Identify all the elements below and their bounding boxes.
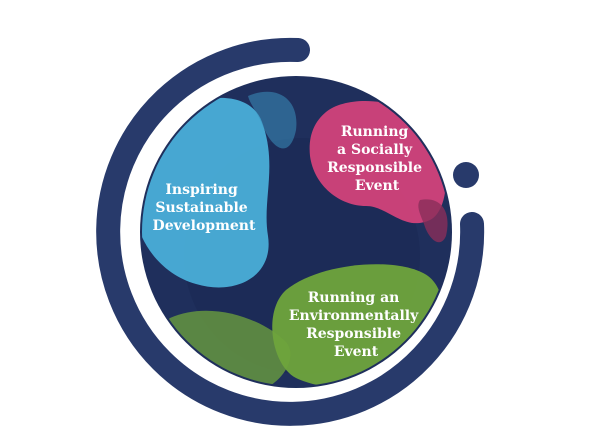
- outer-ring-arc: [96, 37, 485, 426]
- label-environmental-line-2: Environmentally: [289, 308, 419, 324]
- label-social: Running a Socially Responsible Event: [327, 124, 427, 194]
- label-environmental-line-4: Event: [334, 344, 379, 360]
- label-environmental-line-3: Responsible: [306, 326, 401, 342]
- label-social-line-1: Running: [341, 124, 409, 140]
- label-environmental: Running an Environmentally Responsible E…: [289, 290, 423, 360]
- accent-dot: [453, 162, 479, 188]
- label-sustainable-line-3: Development: [153, 218, 256, 234]
- label-sustainable-line-2: Sustainable: [155, 200, 247, 216]
- segment-sustainable-shadow: [248, 91, 297, 149]
- segment-social-blob: [309, 100, 446, 224]
- label-environmental-line-1: Running an: [308, 290, 400, 306]
- label-sustainable-line-1: Inspiring: [165, 182, 238, 198]
- label-social-line-4: Event: [355, 178, 400, 194]
- segment-social-shadow: [418, 199, 448, 243]
- label-social-line-2: a Socially: [337, 142, 413, 158]
- label-sustainable: Inspiring Sustainable Development: [153, 182, 256, 234]
- label-social-line-3: Responsible: [327, 160, 422, 176]
